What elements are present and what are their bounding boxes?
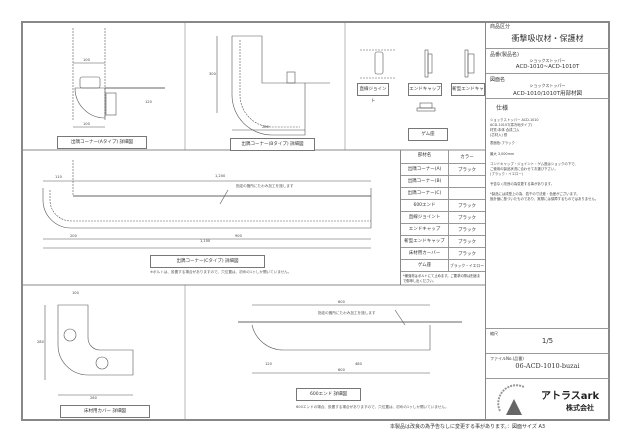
spec-line: 表面色:ブラック: [490, 141, 515, 145]
corner-c-note: ※ボルトは、設置する場合がありますので、穴位置は、初めの1ヶしか開いていません。: [150, 270, 292, 274]
category-label: 商品区分: [490, 24, 511, 30]
end600-caption: 600エンド 詳細図: [296, 388, 361, 401]
joint-caption: 直線ジョイント: [357, 83, 389, 104]
corner-b-drawing: [216, 35, 330, 136]
dim: 110: [55, 175, 62, 179]
scale-section: 縮尺 1/5: [486, 329, 609, 354]
corner-a-drawing: [72, 28, 165, 128]
company-logo: アトラスark 株式会社: [486, 379, 609, 421]
table-cell: ブラック: [458, 203, 476, 209]
dim: 100: [83, 58, 90, 62]
table-row: 出隅コーナー(A): [401, 164, 449, 175]
drawing-frame: [21, 21, 610, 421]
dim: 900: [235, 234, 242, 238]
company-name: 株式会社: [566, 404, 594, 412]
drawing-name: ACD-1010/1010T用部材図: [513, 91, 582, 97]
spec-line: 最大 3,000mm: [490, 152, 515, 156]
spec-section: 仕様 ショックストッパー ACD-1010 ACD-1010T(寒冷地タイプ) …: [486, 99, 609, 329]
dim: 280: [37, 340, 44, 344]
dim: 200: [70, 234, 77, 238]
end600-note: 600エンドの場合、設置する場合がありますので、穴位置は、初めの1ヶしか開いてい…: [296, 405, 449, 409]
spec-line: *製品には成型上の為、若干の寸法差・色差がございます。: [490, 192, 580, 196]
table-row: 直線ジョイント: [401, 212, 449, 223]
spec-line: コンドキャップ・ジョイント・ゲム座はショックの下で、: [490, 162, 578, 166]
dim: 480: [355, 362, 362, 366]
part-no-section: 品番(製品名) ショックストッパー ACD-1010~ACD-1010T: [486, 49, 609, 74]
category-value: 衝撃吸収材・保護材: [511, 34, 584, 43]
spec-line: (芯材入) 鉄: [490, 133, 508, 137]
gear-logo-icon: [497, 384, 525, 415]
table-row: 斬型エンドキャップ: [401, 236, 449, 247]
drawing-product: ショックストッパー: [529, 83, 566, 88]
dim: 600: [338, 368, 345, 372]
table-cell: ブラック: [458, 227, 476, 233]
parts-table: 部材名 カラー 出隅コーナー(A) ブラック 出隅コーナー(B) 出隅コーナー(C)…: [400, 150, 485, 285]
table-row: 600エンド: [401, 200, 449, 211]
file-no: 06-ACD-1010-buzai: [515, 362, 580, 370]
floor-cover-caption: 床材用カバー 詳細図: [60, 405, 150, 418]
dim: 300: [209, 72, 216, 76]
file-section: ファイルNo.(品番) 06-ACD-1010-buzai: [486, 354, 609, 379]
table-cell: ブラック: [458, 251, 476, 257]
part-no: ACD-1010~ACD-1010T: [515, 64, 580, 70]
table-cell: ブラック: [458, 215, 476, 221]
category-section: 商品区分 衝撃吸収材・保護材: [486, 21, 609, 49]
scale-value: 1/5: [541, 337, 554, 345]
dim: 1,200: [215, 174, 226, 178]
spec-line: 材質:本体 合成ゴム: [490, 128, 520, 132]
corner-c-drawing: [42, 160, 372, 249]
table-cell: ブラック: [458, 167, 476, 173]
part-name: ショックストッパー: [529, 58, 566, 63]
small-parts-drawing: [360, 49, 475, 112]
end-cap-caption: エンドキャップ: [408, 83, 442, 96]
dim: 120: [145, 100, 152, 104]
spec-line: ショックストッパー ACD-1010: [490, 118, 539, 122]
table-row: 出隅コーナー(B): [401, 176, 449, 187]
dim: 100: [83, 122, 90, 126]
drawing-name-section: 図面名 ショックストッパー ACD-1010/1010T用部材図: [486, 74, 609, 99]
parts-note: *補強材はボルトにて止めます。ご要求の際は別途まで御申し出ください。: [403, 274, 481, 283]
gum-seat-caption: ゲム座: [408, 128, 448, 141]
table-cell: ブラック・イエロー: [449, 262, 485, 268]
drawing-name-label: 図面名: [490, 77, 506, 83]
part-no-label: 品番(製品名): [490, 52, 519, 58]
dim: 100: [72, 291, 79, 295]
floor-cover-drawing: [44, 304, 134, 396]
corner-c-callout: 指定の箇所にたわみ加工を施します: [236, 184, 294, 188]
parts-header-color: カラー: [460, 154, 474, 160]
spec-line: ACD-1010T(寒冷地タイプ): [490, 123, 533, 127]
table-row: 出隅コーナー(C): [401, 188, 449, 199]
file-label: ファイルNo.(品番): [490, 356, 524, 361]
spec-label: 仕様: [496, 105, 509, 112]
table-row: エンドキャップ: [401, 224, 449, 235]
dim: 600: [338, 300, 345, 304]
angled-cap-caption: 斬型エンドキャップ: [451, 83, 485, 96]
dim: 120: [265, 362, 272, 366]
table-row: 床材用カーバー: [401, 248, 449, 259]
footer-note: 本製品は改良の為予告なしに変更する事があります。：図面サイズ A3: [390, 424, 546, 430]
spec-line: ご使用の製品状況に合わせてお選び下さい。: [490, 167, 558, 171]
scale-label: 縮尺: [490, 331, 498, 336]
end600-drawing: [238, 304, 462, 374]
spec-line: 設計値に基づいたものであり、実際には保障するものではありません。: [490, 197, 599, 201]
parts-header-name: 部材名: [401, 150, 449, 163]
corner-a-caption: 出隅コーナー(Aタイプ) 詳細図: [57, 136, 147, 149]
table-cell: ブラック: [458, 239, 476, 245]
title-block: 商品区分 衝撃吸収材・保護材 品番(製品名) ショックストッパー ACD-101…: [485, 21, 610, 421]
end600-callout: 指定の箇所にたわみ加工を施します: [318, 311, 376, 315]
company-logo-text: アトラスark: [541, 391, 600, 402]
corner-b-caption: 出隅コーナー(Bタイプ) 詳細図: [230, 138, 315, 151]
spec-line: 予告なく改良の為変更する事があります。: [490, 182, 555, 186]
table-row: ゲム座: [401, 260, 449, 271]
dim: 260: [90, 396, 97, 400]
dim: 280: [262, 125, 269, 129]
dim: 1,100: [200, 239, 211, 243]
spec-line: (ブラック・イエロー): [490, 172, 524, 176]
corner-c-caption: 出隅コーナー(Cタイプ) 詳細図: [150, 255, 265, 268]
